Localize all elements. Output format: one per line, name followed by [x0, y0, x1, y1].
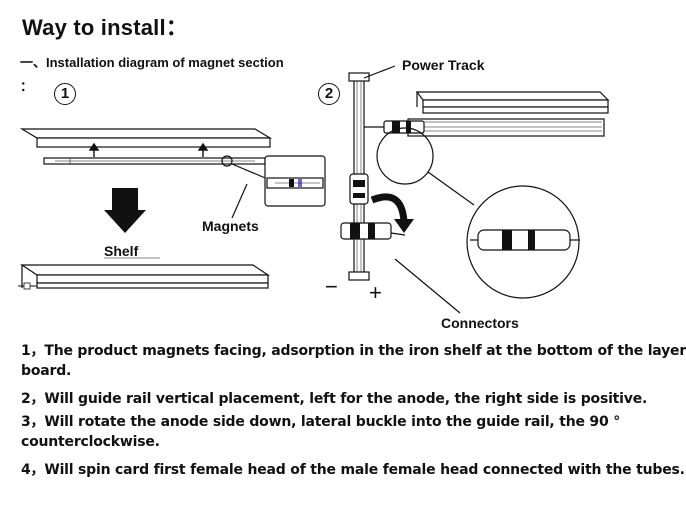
connector-zoom-large [466, 185, 580, 299]
rotated-connector [340, 222, 406, 240]
magnet-arrow-left [88, 142, 100, 157]
connectors-callout-leader [394, 258, 461, 314]
connector-zoom-leader [427, 171, 475, 206]
magnet-leader-line [231, 163, 271, 181]
magnet-highlight-circle [221, 155, 233, 167]
instruction-4: 4，Will spin card first female head of th… [21, 462, 685, 478]
magnets-callout-leader [231, 183, 248, 219]
shelf-board-top [19, 128, 273, 148]
rotation-arrow [370, 193, 414, 233]
magnets-label: Magnets [202, 218, 259, 234]
positive-plus-label: + [369, 280, 382, 305]
power-track-label: Power Track [402, 57, 485, 73]
instruction-3-line-1: 3，Will rotate the anode side down, later… [21, 414, 620, 430]
tube-connectors [364, 120, 425, 134]
section-heading: 一、Installation diagram of magnet section [20, 55, 284, 70]
shelf-label: Shelf [104, 243, 139, 259]
step-number-2: 2 [318, 83, 340, 105]
tube-bar [407, 91, 610, 137]
instruction-1-line-2: board. [21, 363, 72, 379]
instruction-3-line-2: counterclockwise. [21, 434, 160, 450]
anode-minus-label: − [325, 274, 338, 299]
magnet-arrow-right [197, 142, 209, 157]
install-guide-page: Way to install： 一、Installation diagram o… [18, 15, 686, 478]
installation-diagram [18, 65, 610, 314]
instruction-1-line-1: 1，The product magnets facing, adsorption… [21, 343, 686, 359]
page-title: Way to install： [22, 15, 188, 40]
colon-mark: ： [20, 79, 34, 94]
connector-on-track [349, 173, 369, 205]
connectors-label: Connectors [441, 315, 519, 331]
step-number-1: 1 [54, 83, 76, 105]
shelf-board-bottom [18, 264, 270, 290]
magnet-zoom-box [264, 155, 326, 207]
instruction-2: 2，Will guide rail vertical placement, le… [21, 391, 648, 407]
connector-zoom-small [376, 127, 434, 185]
power-track [348, 65, 396, 281]
down-arrow [104, 188, 146, 233]
